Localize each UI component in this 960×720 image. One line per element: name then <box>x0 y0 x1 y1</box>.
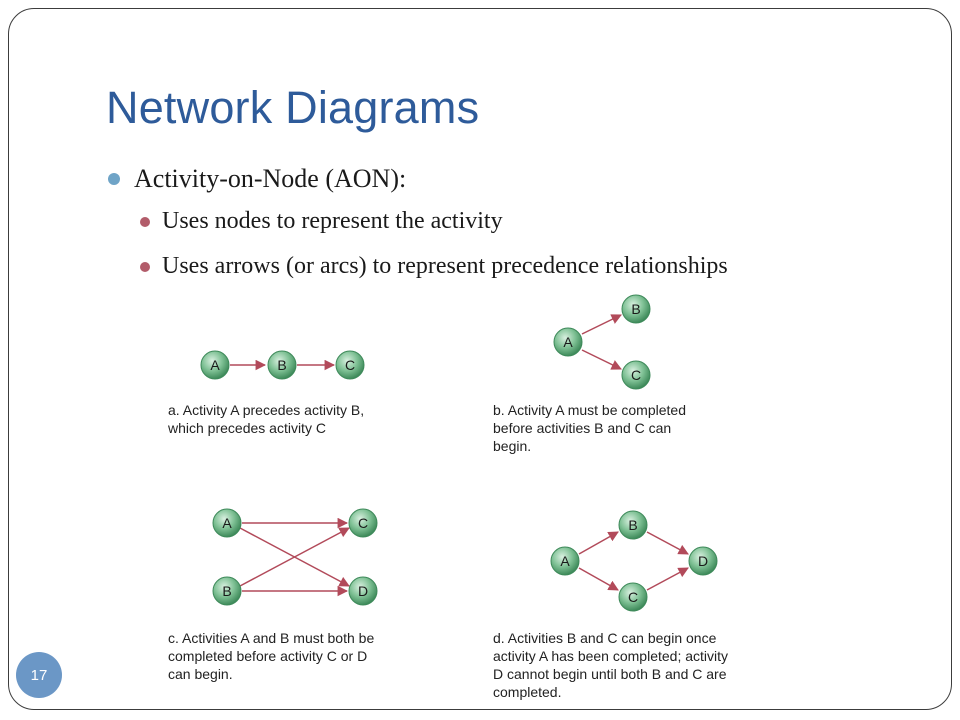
bullet-dot-icon <box>108 173 120 185</box>
arrow <box>646 567 689 591</box>
node-label: A <box>563 334 573 350</box>
node-b: B <box>212 576 242 606</box>
node-label: A <box>560 553 570 569</box>
node-label: C <box>631 367 641 383</box>
page-number: 17 <box>30 666 48 684</box>
bullet-level1: Activity-on-Node (AON): <box>108 164 406 194</box>
diagram-b: A B C <box>553 294 651 390</box>
arrow <box>581 349 622 370</box>
node-label: B <box>628 517 637 533</box>
caption-b: b. Activity A must be completed before a… <box>493 402 686 454</box>
bullet-text: Uses arrows (or arcs) to represent prece… <box>162 253 728 279</box>
bullet-dot-icon <box>140 261 150 272</box>
arrow <box>578 567 619 591</box>
node-label: C <box>628 589 638 605</box>
node-b: B <box>621 294 651 324</box>
caption-c: c. Activities A and B must both be compl… <box>168 630 375 682</box>
arrow <box>578 531 619 555</box>
bullet-level2: Uses arrows (or arcs) to represent prece… <box>140 253 728 280</box>
node-c: C <box>621 360 651 390</box>
bullet-level2: Uses nodes to represent the activity <box>140 208 503 235</box>
node-c: C <box>618 582 648 612</box>
node-label: C <box>345 357 355 373</box>
node-a: A <box>550 546 580 576</box>
page-number-badge: 17 <box>16 652 62 698</box>
node-label: A <box>222 515 232 531</box>
node-c: C <box>348 508 378 538</box>
slide-frame <box>8 8 952 710</box>
caption-a: a. Activity A precedes activity B, which… <box>168 402 365 436</box>
node-label: B <box>631 301 640 317</box>
arrow <box>646 531 689 555</box>
node-c: C <box>335 350 365 380</box>
node-label: B <box>222 583 231 599</box>
caption-d: d. Activities B and C can begin once act… <box>493 630 729 700</box>
bullet-dot-icon <box>140 216 150 227</box>
node-a: A <box>212 508 242 538</box>
node-label: D <box>698 553 708 569</box>
node-d: D <box>348 576 378 606</box>
arrow <box>581 314 622 335</box>
bullet-text: Uses nodes to represent the activity <box>162 208 503 234</box>
slide-title: Network Diagrams <box>106 82 480 133</box>
node-b: B <box>267 350 297 380</box>
node-a: A <box>200 350 230 380</box>
node-label: B <box>277 357 286 373</box>
arrow <box>239 527 350 587</box>
bullet-text: Activity-on-Node (AON): <box>134 164 407 193</box>
node-label: D <box>358 583 368 599</box>
diagram-a: A B C <box>200 350 365 380</box>
node-d: D <box>688 546 718 576</box>
node-b: B <box>618 510 648 540</box>
node-label: C <box>358 515 368 531</box>
diagram-d: A B C D <box>550 510 718 612</box>
node-a: A <box>553 327 583 357</box>
diagram-c: A B C D <box>212 508 378 606</box>
node-label: A <box>210 357 220 373</box>
